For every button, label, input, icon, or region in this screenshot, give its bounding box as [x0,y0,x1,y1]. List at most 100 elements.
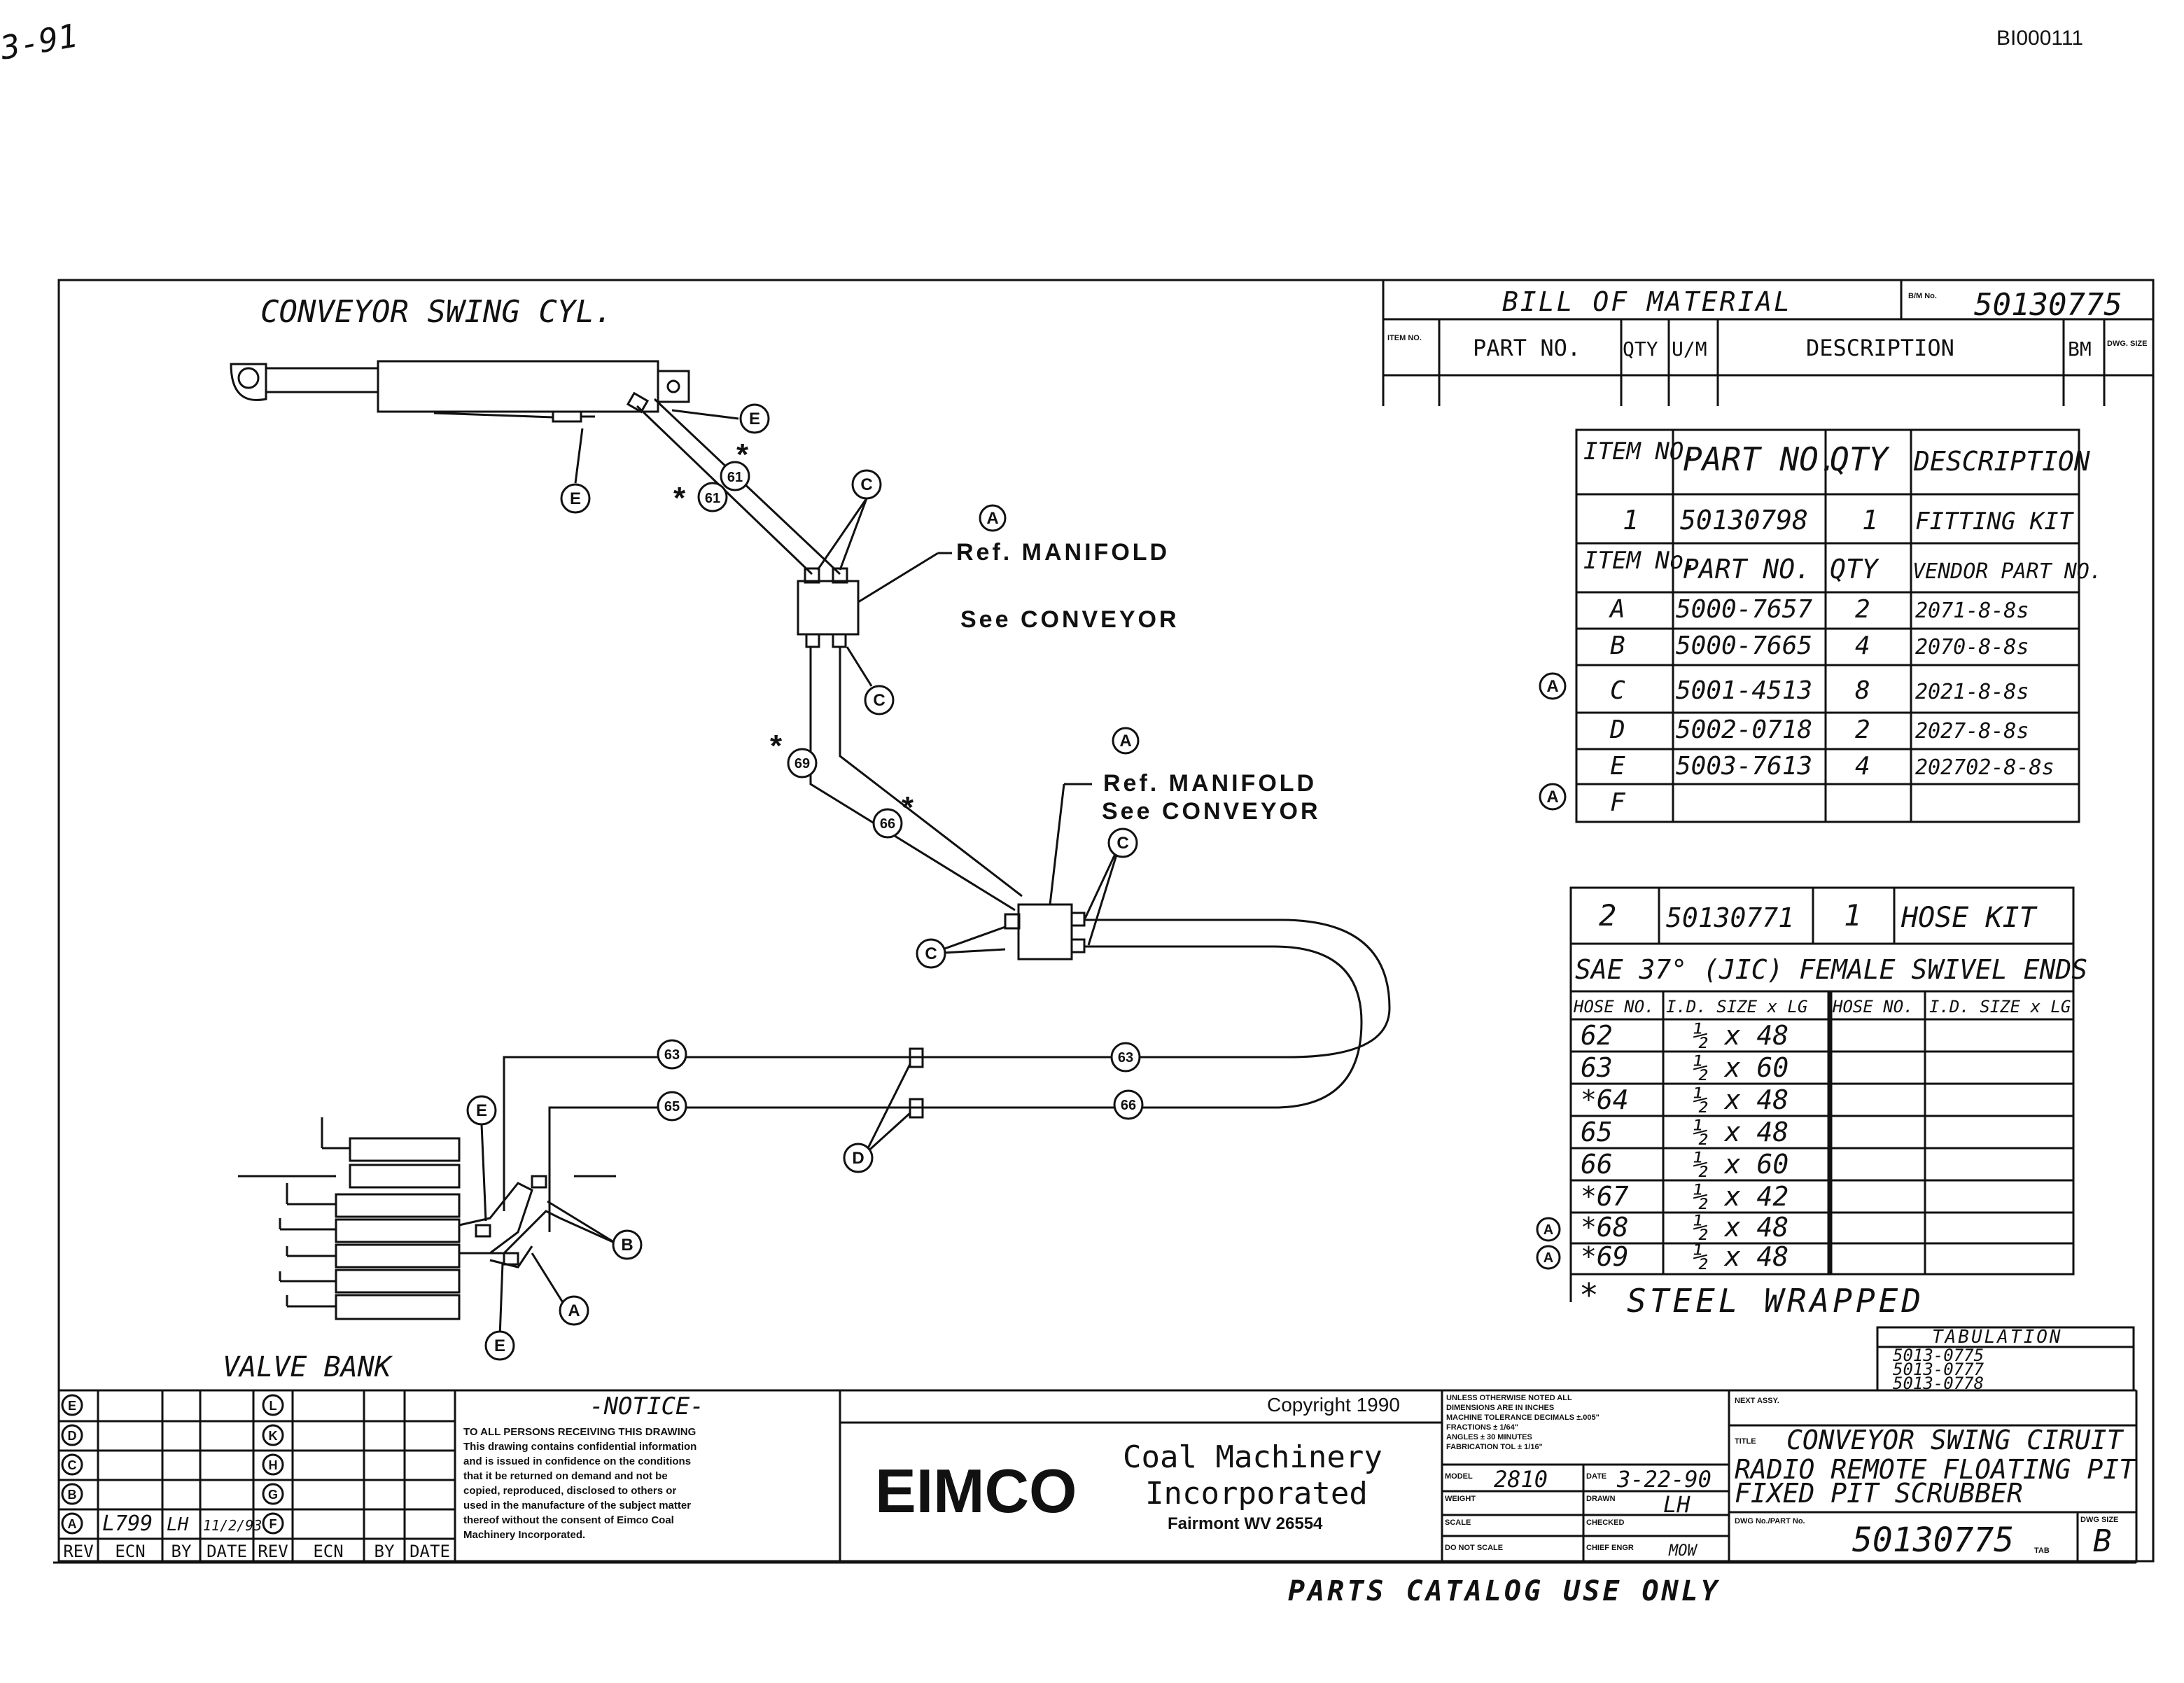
callout-e: E [476,1101,487,1120]
callout-c: C [925,944,937,963]
hose-row-no: *69 [1581,1241,1629,1272]
dwg-no-value: 50130775 [1852,1521,2014,1560]
eimco-logo: EIMCO [875,1456,1077,1525]
kit-row-item: E [1610,752,1625,781]
see-conveyor-2: See CONVEYOR [1102,798,1321,825]
notice-line: thereof without the consent of Eimco Coa… [463,1514,674,1526]
kit-subheader-qty: QTY [1830,554,1880,585]
tabulation-title: TABULATION [1932,1327,2063,1348]
bom-header-bm: BM [2068,337,2092,361]
scale-label: SCALE [1445,1518,1471,1527]
kit-row-part: 5000-7657 [1676,595,1812,624]
kit-item-part: 50130798 [1680,505,1808,536]
rev-letter: A [68,1517,77,1531]
steel-wrapped-star: * [736,438,749,472]
hose-row-no: *64 [1581,1084,1629,1115]
hose-row-size: ½ x 48 [1693,1241,1788,1272]
next-assy-label: NEXT ASSY. [1735,1397,1779,1405]
kit-row-vendor: 2021-8-8s [1915,680,2029,704]
date-label: DATE [1586,1472,1606,1481]
hose-kit-item-no: 2 [1599,898,1616,933]
valve-bank-label: VALVE BANK [223,1351,393,1383]
bom-header-description: DESCRIPTION [1806,335,1954,361]
kit-row-qty: 2 [1855,715,1870,744]
hose-header-size-2: I.D. SIZE x LG [1929,997,2071,1017]
rev-letter: L [270,1399,277,1413]
steel-wrapped-star-key: * [1579,1276,1599,1314]
rev-header: REV [63,1542,93,1561]
do-not-scale: DO NOT SCALE [1445,1544,1503,1552]
hose-kit-part: 50130771 [1666,902,1794,933]
model-value: 2810 [1494,1466,1548,1493]
bom-header-um: U/M [1672,337,1707,361]
tolerance-note-line: FABRICATION TOL ± 1/16" [1446,1443,1543,1451]
drawing-border [57,279,2155,1563]
chief-engineer-value: MOW [1668,1542,1698,1560]
rev-header: REV [258,1542,288,1561]
rev-letter: K [269,1429,278,1443]
kit-row-part: 5001-4513 [1676,676,1812,705]
kit-table-grid [1575,428,2080,823]
steel-wrapped-star: * [673,481,686,515]
rev-letter: E [68,1399,76,1413]
manifold-2 [1017,903,1073,961]
company-address: Fairmont WV 26554 [1168,1514,1323,1533]
callout-hose: 61 [727,470,743,485]
valve-bank [238,1117,616,1320]
hose-row-no: 65 [1581,1117,1613,1147]
rev-letter: B [68,1488,77,1502]
tabulation-row: 5013-0778 [1893,1374,1984,1393]
kit-header-qty: QTY [1830,440,1890,478]
weight-label: WEIGHT [1445,1495,1476,1503]
notice-line: Machinery Incorporated. [463,1529,585,1541]
kit-subheader-part: PART NO. [1683,554,1811,585]
rev-header: DATE [206,1542,247,1561]
hose-row-size: ½ x 48 [1693,1212,1788,1243]
diagram-title: CONVEYOR SWING CYL. [260,294,612,330]
callout-hose: 61 [705,491,720,506]
hose-row-size: ½ x 48 [1693,1084,1788,1115]
callout-hose-66: 66 [1121,1098,1136,1113]
callout-hose-66: 66 [880,816,895,832]
title-block-grid [53,1389,2138,1564]
hose-row-size: ½ x 48 [1693,1117,1788,1147]
callout-hose-65: 65 [664,1099,680,1115]
steel-wrapped-note: STEEL WRAPPED [1627,1282,1924,1320]
callout-d: D [852,1149,864,1168]
rev-a-date: 11/2/93 [203,1517,262,1534]
kit-row-qty: 2 [1855,595,1870,624]
rev-header: DATE [410,1542,450,1561]
kit-row-qty: 4 [1855,631,1870,660]
kit-row-vendor: 2071-8-8s [1915,599,2029,623]
kit-header-part: PART NO. [1683,440,1838,478]
rev-letter: D [68,1429,77,1443]
rev-letter: C [68,1458,77,1472]
tolerance-note-line: UNLESS OTHERWISE NOTED ALL [1446,1394,1572,1402]
notice-line: This drawing contains confidential infor… [463,1441,696,1453]
bom-header-part: PART NO. [1473,335,1581,361]
hose-header-no-1: HOSE NO. [1573,997,1655,1017]
steel-wrapped-star: * [902,790,914,825]
kit-subheader-item: ITEM No. [1583,547,1698,575]
kit-row-part: 5000-7665 [1676,631,1812,660]
rev-letter: H [269,1458,278,1472]
rev-mark-a: A [1546,788,1558,806]
callout-rev-a: A [986,509,998,528]
notice-line: that it be returned on demand and not be [463,1470,668,1482]
callout-hose-69: 69 [794,756,810,771]
hose-row-no: *67 [1581,1181,1629,1212]
hose-row-no: *68 [1581,1212,1629,1243]
company-name-1: Coal Machinery [1123,1439,1382,1475]
notice-line: copied, reproduced, disclosed to others … [463,1485,676,1497]
parts-catalog-footer: PARTS CATALOG USE ONLY [1288,1575,1721,1607]
drawn-value: LH [1663,1491,1690,1518]
sae-fittings-note: SAE 37° (JIC) FEMALE SWIVEL ENDS [1575,954,2087,985]
kit-item-qty: 1 [1862,505,1878,536]
hose-header-no-2: HOSE NO. [1832,997,1914,1017]
hose-row-size: ½ x 60 [1693,1052,1788,1083]
callout-b: B [621,1236,633,1255]
bm-no: 50130775 [1974,287,2122,323]
rev-mark-a: A [1544,1250,1553,1266]
hose-table-grid [1569,886,2075,1302]
